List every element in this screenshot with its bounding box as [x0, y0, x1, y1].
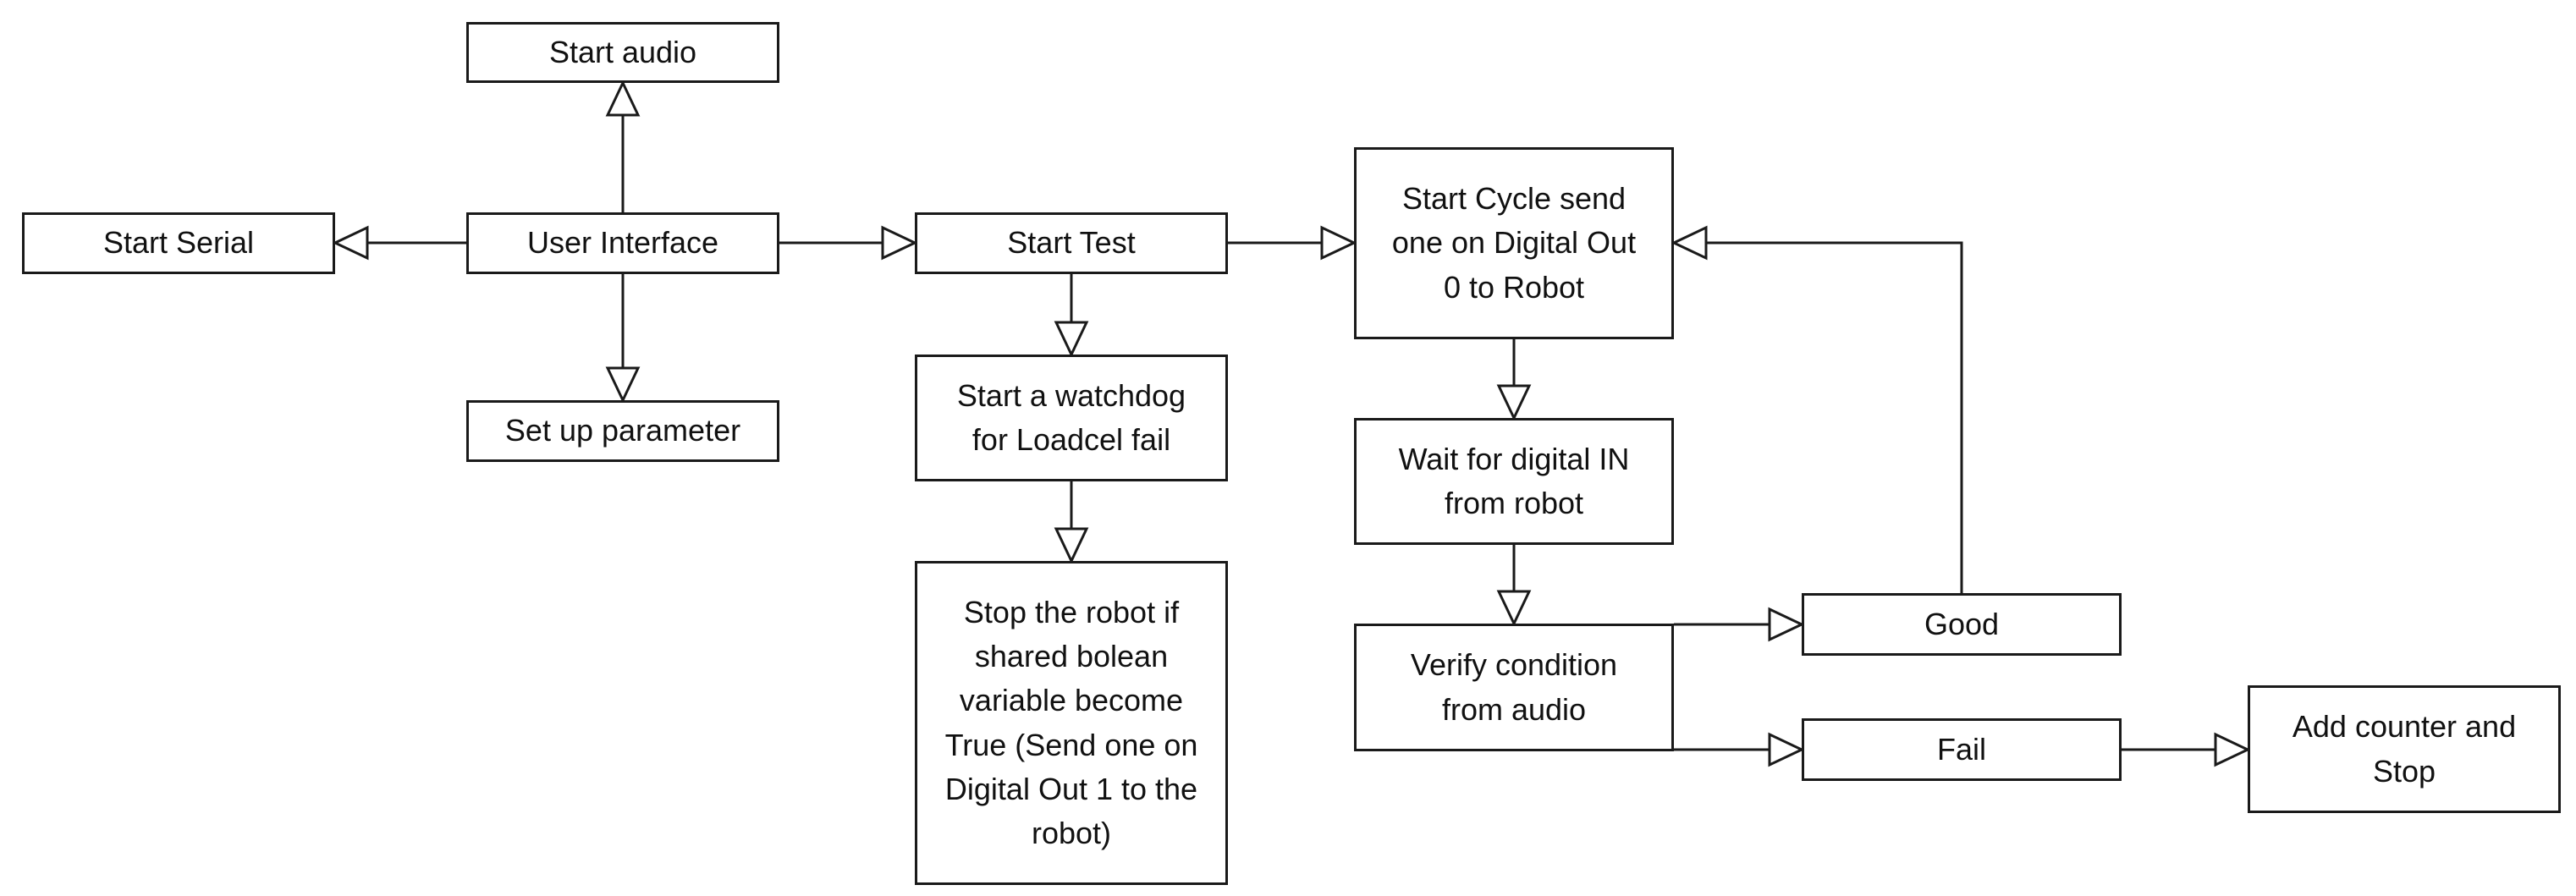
- node-user-interface: User Interface: [466, 212, 779, 274]
- node-start-test-label: Start Test: [1007, 225, 1136, 261]
- edge-user-interface-to-start-test: [779, 225, 918, 261]
- arrowhead-icon: [1320, 225, 1357, 261]
- arrowhead-icon: [332, 225, 369, 261]
- node-wait-digital-label: Wait for digital IN from robot: [1398, 441, 1630, 520]
- node-good-label: Good: [1924, 606, 2000, 641]
- edge-verify-condition-to-fail: [1674, 732, 1805, 767]
- node-wait-digital: Wait for digital IN from robot: [1354, 418, 1674, 545]
- edge-start-cycle-to-wait-digital: [1496, 339, 1532, 421]
- node-start-serial: Start Serial: [22, 212, 335, 274]
- node-start-audio: Start audio: [466, 22, 779, 83]
- node-user-interface-label: User Interface: [526, 225, 719, 261]
- edge-start-test-to-start-cycle: [1228, 225, 1357, 261]
- node-start-audio-label: Start audio: [548, 34, 697, 69]
- edge-user-interface-to-start-serial: [332, 225, 466, 261]
- node-start-serial-label: Start Serial: [102, 225, 255, 261]
- arrowhead-icon: [1768, 607, 1805, 642]
- arrowhead-icon: [1671, 225, 1708, 261]
- node-stop-robot: Stop the robot if shared bolean variable…: [915, 561, 1228, 885]
- node-add-counter: Add counter and Stop: [2248, 685, 2561, 813]
- node-start-cycle: Start Cycle send one on Digital Out 0 to…: [1354, 147, 1674, 339]
- edge-line: [1706, 241, 1963, 593]
- edge-good-to-start-cycle: [1671, 225, 1963, 593]
- arrowhead-icon: [605, 80, 641, 117]
- node-set-up-parameter-label: Set up parameter: [504, 413, 741, 448]
- node-add-counter-label: Add counter and Stop: [2292, 709, 2517, 789]
- node-watchdog: Start a watchdog for Loadcel fail: [915, 355, 1228, 481]
- edge-verify-condition-to-good: [1674, 607, 1805, 642]
- arrowhead-icon: [1496, 384, 1532, 421]
- node-stop-robot-label: Stop the robot if shared bolean variable…: [944, 594, 1198, 850]
- edge-user-interface-to-start-audio: [605, 80, 641, 212]
- arrowhead-icon: [605, 366, 641, 404]
- node-good: Good: [1802, 593, 2122, 656]
- arrowhead-icon: [1496, 590, 1532, 627]
- node-watchdog-label: Start a watchdog for Loadcel fail: [956, 377, 1186, 457]
- arrowhead-icon: [1054, 321, 1089, 358]
- edge-watchdog-to-stop-robot: [1054, 481, 1089, 564]
- edge-user-interface-to-set-up-parameter: [605, 274, 641, 404]
- edge-wait-digital-to-verify-condition: [1496, 545, 1532, 627]
- node-fail-label: Fail: [1936, 731, 1986, 767]
- arrowhead-icon: [1768, 732, 1805, 767]
- arrowhead-icon: [881, 225, 918, 261]
- node-start-cycle-label: Start Cycle send one on Digital Out 0 to…: [1391, 181, 1637, 305]
- edge-start-test-to-watchdog: [1054, 274, 1089, 358]
- arrowhead-icon: [1054, 527, 1089, 564]
- arrowhead-icon: [2214, 732, 2251, 767]
- node-verify-condition-label: Verify condition from audio: [1410, 647, 1618, 727]
- node-verify-condition: Verify condition from audio: [1354, 624, 1674, 751]
- node-start-test: Start Test: [915, 212, 1228, 274]
- node-fail: Fail: [1802, 718, 2122, 781]
- node-set-up-parameter: Set up parameter: [466, 400, 779, 462]
- edge-fail-to-add-counter: [2122, 732, 2251, 767]
